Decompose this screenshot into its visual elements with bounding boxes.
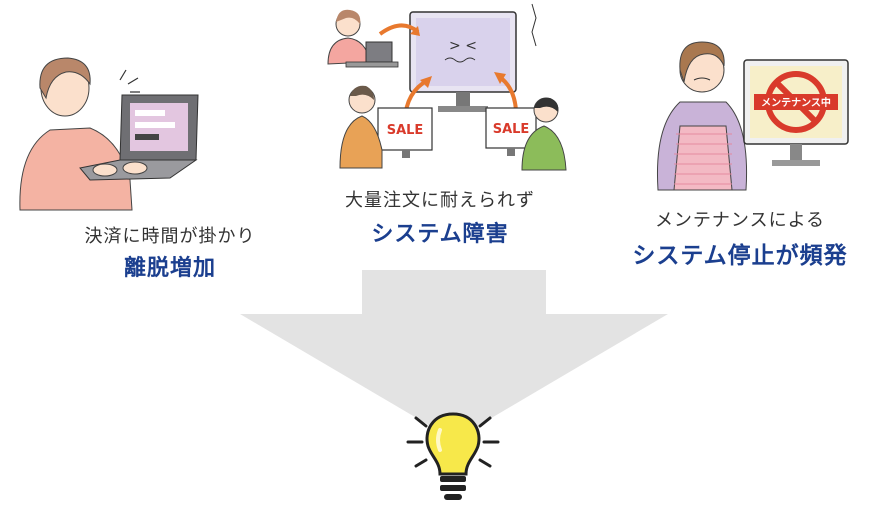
panel-2-line2: システム障害 [371,222,509,247]
panel-3-line1: メンテナンスによる [654,210,826,231]
panel-3-caption: メンテナンスによる システム停止が頻発 [610,206,870,270]
maintenance-monitor-icon: メンテナンス中 [657,41,849,191]
maintenance-banner: メンテナンス中 [761,96,831,109]
panel-2-line1: 大量注文に耐えられず [345,190,535,211]
lightbulb-icon [406,412,500,500]
panel-1-line1: 決済に時間が掛かり [84,226,256,247]
sale-label-left: SALE [387,123,424,138]
panel-3-line2: システム停止が頻発 [632,243,848,269]
sale-label-right: SALE [493,122,530,137]
overloaded-server-icon: > < SALE SALE [327,3,567,171]
panel-1-line2: 離脱増加 [123,256,216,281]
laptop-shopper-icon [19,57,199,211]
panel-2-caption: 大量注文に耐えられず システム障害 [300,186,580,248]
panel-1-caption: 決済に時間が掛かり 離脱増加 [40,222,300,282]
svg-text:> <: > < [449,38,477,54]
